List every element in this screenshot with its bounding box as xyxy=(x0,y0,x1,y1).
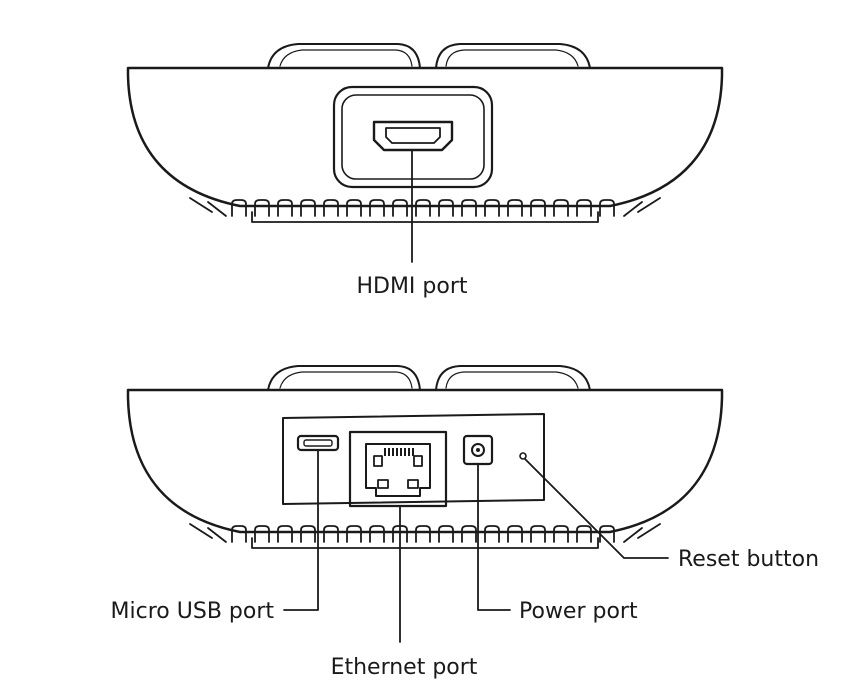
vent-slot xyxy=(232,200,246,216)
vent-slot xyxy=(255,526,269,542)
vent-slot xyxy=(600,526,614,542)
vent-slot xyxy=(531,526,545,542)
ethernet-pin xyxy=(400,448,402,456)
vent-slot xyxy=(370,526,384,542)
ethernet-pin xyxy=(408,448,410,456)
vent-slot xyxy=(577,526,591,542)
vent-slot xyxy=(370,200,384,216)
vent-slot xyxy=(508,200,522,216)
hdmi-panel xyxy=(334,87,492,187)
ethernet-pin xyxy=(404,448,406,456)
ethernet-pin xyxy=(392,448,394,456)
hdmi-port-label: HDMI port xyxy=(356,274,467,299)
ethernet-pin xyxy=(384,448,386,456)
top-lobe-left xyxy=(268,366,420,390)
vent-slot xyxy=(624,202,642,216)
vent-slot xyxy=(393,200,407,216)
vent-slot xyxy=(462,526,476,542)
top-lobe-left xyxy=(268,44,420,68)
top-lobe-right xyxy=(436,44,590,68)
device-body-outline xyxy=(128,68,722,206)
vent-slot xyxy=(324,200,338,216)
vent-slot xyxy=(638,198,660,212)
vent-slot xyxy=(638,524,660,538)
vent-slot xyxy=(324,526,338,542)
vent-slot xyxy=(554,526,568,542)
power-port-label: Power port xyxy=(519,599,638,624)
vent-slot xyxy=(600,200,614,216)
vent-slot xyxy=(416,526,430,542)
vent-slot xyxy=(190,524,212,538)
ethernet-pin xyxy=(388,448,390,456)
device-top-view: HDMI port xyxy=(128,44,722,299)
device-body-outline xyxy=(128,390,722,532)
vent-slot xyxy=(301,526,315,542)
vent-slot xyxy=(190,198,212,212)
micro-usb-port-label: Micro USB port xyxy=(111,599,275,624)
vent-slot xyxy=(624,528,642,542)
vent-slot xyxy=(554,200,568,216)
ethernet-port-icon xyxy=(350,432,446,506)
reset-leader-line xyxy=(525,459,668,558)
vent-slot xyxy=(485,526,499,542)
vent-slot xyxy=(347,200,361,216)
vent-slot xyxy=(208,528,226,542)
reset-button-label: Reset button xyxy=(678,547,819,572)
top-lobe-right xyxy=(436,366,590,390)
vent-slot xyxy=(347,526,361,542)
reset-button-icon xyxy=(520,453,526,459)
base-plate xyxy=(252,538,598,548)
vent-slot xyxy=(439,200,453,216)
vent-slot xyxy=(232,526,246,542)
vent-slot xyxy=(439,526,453,542)
device-rear-view: Micro USB port Ethernet port Power port … xyxy=(111,366,819,680)
vent-slot xyxy=(577,200,591,216)
ethernet-port-label: Ethernet port xyxy=(331,655,478,680)
ethernet-pin xyxy=(412,448,414,456)
ethernet-pin xyxy=(396,448,398,456)
vent-slot xyxy=(278,200,292,216)
vent-slot xyxy=(416,200,430,216)
power-leader-line xyxy=(478,464,510,610)
vent-slot xyxy=(531,200,545,216)
vent-slot xyxy=(255,200,269,216)
vent-slot xyxy=(462,200,476,216)
vent-slot xyxy=(278,526,292,542)
base-plate xyxy=(252,212,598,222)
vent-slot xyxy=(485,200,499,216)
vent-slot xyxy=(508,526,522,542)
vent-slot xyxy=(208,202,226,216)
vent-slot xyxy=(301,200,315,216)
